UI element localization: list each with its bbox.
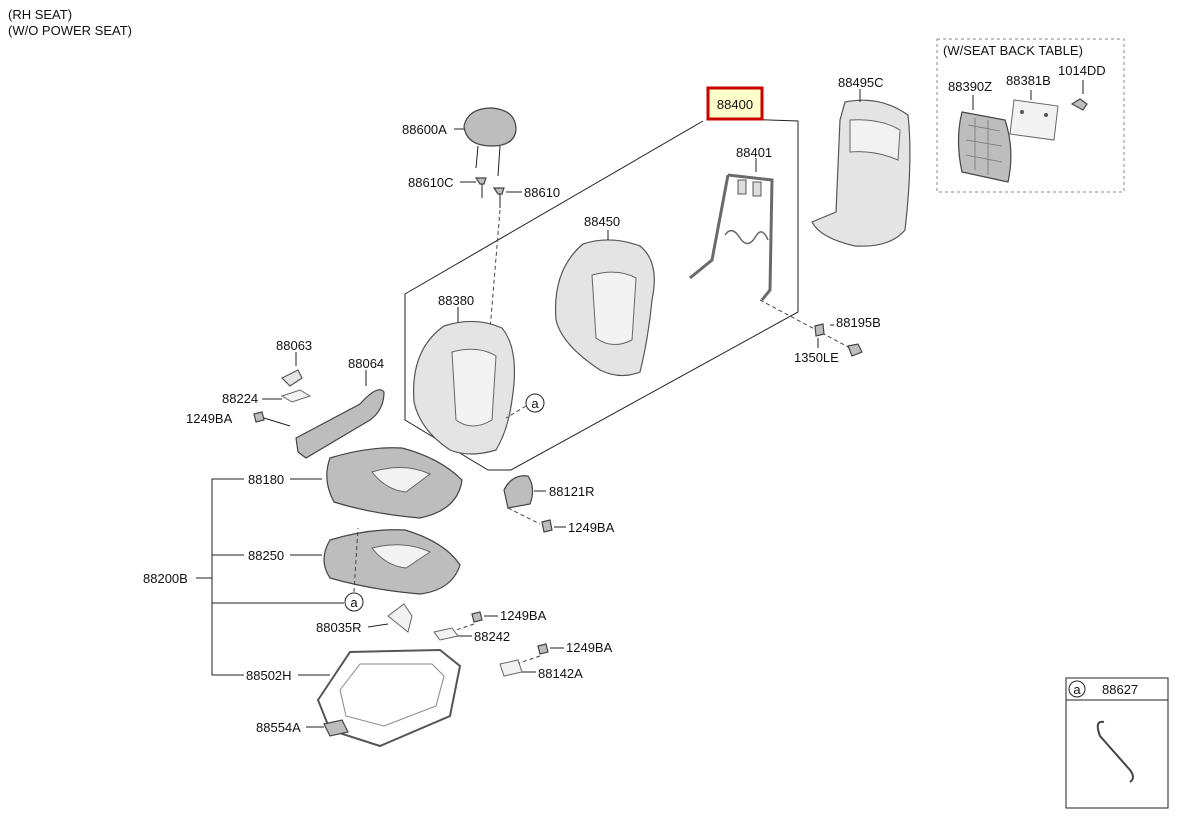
- part-1014DD-bolt: [1070, 98, 1088, 111]
- callout-88180[interactable]: 88180: [248, 472, 284, 487]
- part-88180-inner: [371, 467, 431, 493]
- headrest-stay-right: [497, 145, 501, 177]
- callout-1249BA-2[interactable]: 1249BA: [568, 520, 615, 535]
- headrest-stay-left: [475, 145, 479, 169]
- dash-ref-a-2: [353, 527, 359, 593]
- ref-a-label-1: a: [531, 396, 539, 411]
- dash-screw4: [515, 655, 541, 665]
- callout-88390Z[interactable]: 88390Z: [948, 79, 992, 94]
- callout-88400[interactable]: 88400: [717, 97, 753, 112]
- part-88401-spring: [724, 229, 769, 245]
- callout-88195B[interactable]: 88195B: [836, 315, 881, 330]
- frame-guide-right: [752, 181, 762, 197]
- callout-88063[interactable]: 88063: [276, 338, 312, 353]
- part-88381B-bracket: [1009, 99, 1059, 141]
- part-88610C-guide: [474, 177, 487, 185]
- dash-ref-a-1: [505, 405, 527, 419]
- callout-88554A[interactable]: 88554A: [256, 720, 301, 735]
- callout-88600A[interactable]: 88600A: [402, 122, 447, 137]
- part-88142A-cover: [499, 659, 523, 677]
- bracket-hole-1: [1020, 110, 1024, 114]
- callout-1249BA-1[interactable]: 1249BA: [186, 411, 233, 426]
- frame-guide-left: [737, 179, 747, 195]
- legend-symbol: a: [1073, 682, 1081, 697]
- callout-88502H[interactable]: 88502H: [246, 668, 292, 683]
- part-88121R-knob: [503, 475, 534, 509]
- callout-88064[interactable]: 88064: [348, 356, 384, 371]
- legend-part-88627[interactable]: 88627: [1102, 682, 1138, 697]
- part-1249BA-screw-3: [471, 611, 483, 623]
- part-88064-shield: [295, 389, 385, 459]
- legend-symbol-circle: [1068, 680, 1086, 698]
- callout-88250[interactable]: 88250: [248, 548, 284, 563]
- leader-88035R: [367, 623, 389, 628]
- part-88242-bracket: [433, 627, 459, 641]
- callout-88121R[interactable]: 88121R: [549, 484, 595, 499]
- part-88380-inner: [451, 348, 497, 427]
- group-88200B-bracket: [211, 478, 244, 676]
- header-rh-seat: (RH SEAT): [8, 7, 72, 22]
- part-1249BA-screw-1: [253, 411, 265, 423]
- part-88390Z-grid: [965, 118, 1003, 175]
- callout-88450[interactable]: 88450: [584, 214, 620, 229]
- part-88224-bracket: [280, 389, 312, 403]
- part-1249BA-screw-4: [537, 643, 549, 655]
- bracket-hole-2: [1044, 113, 1048, 117]
- callout-88401[interactable]: 88401: [736, 145, 772, 160]
- callout-88224[interactable]: 88224: [222, 391, 258, 406]
- dash-guide-to-back: [489, 209, 501, 331]
- callout-88610[interactable]: 88610: [524, 185, 560, 200]
- ref-a-circle-1: [525, 393, 545, 413]
- part-88390Z-table: [957, 111, 1012, 183]
- part-88063-cover: [280, 369, 303, 387]
- part-88502H-inner: [339, 663, 445, 727]
- callout-88200B[interactable]: 88200B: [143, 571, 188, 586]
- part-88035R-cover: [387, 603, 413, 633]
- callout-88242[interactable]: 88242: [474, 629, 510, 644]
- callout-88035R[interactable]: 88035R: [316, 620, 362, 635]
- part-88610-guide: [492, 187, 505, 195]
- inset-title: (W/SEAT BACK TABLE): [943, 43, 1083, 58]
- callout-1249BA-3[interactable]: 1249BA: [500, 608, 547, 623]
- part-88495C-inner-line: [849, 119, 901, 161]
- callout-1350LE[interactable]: 1350LE: [794, 350, 839, 365]
- part-88554A-bracket: [323, 719, 349, 737]
- inset-seat-back-table: [936, 38, 1125, 193]
- part-88195B-bolt: [847, 343, 863, 357]
- dash-frame-to-bolt: [759, 299, 851, 349]
- ref-a-label-2: a: [350, 595, 358, 610]
- callout-88495C[interactable]: 88495C: [838, 75, 884, 90]
- callout-88142A[interactable]: 88142A: [538, 666, 583, 681]
- screw-1-shaft: [263, 417, 291, 427]
- legend-box: [1065, 677, 1169, 809]
- highlight-box-88400[interactable]: [706, 86, 764, 121]
- part-1249BA-screw-2: [541, 519, 553, 533]
- part-88600A-headrest: [463, 107, 517, 147]
- seatback-group-outline: [404, 118, 799, 471]
- part-88627-hook-wire: [1096, 720, 1134, 783]
- callout-1249BA-4[interactable]: 1249BA: [566, 640, 613, 655]
- part-88401-frame: [689, 173, 774, 301]
- callout-88381B[interactable]: 88381B: [1006, 73, 1051, 88]
- part-88450-inner: [591, 271, 637, 345]
- callout-1014DD[interactable]: 1014DD: [1058, 63, 1106, 78]
- ref-a-circle-2: [344, 592, 364, 612]
- part-1350LE-washer: [814, 323, 825, 337]
- part-88250-inner: [371, 544, 432, 569]
- callout-88380[interactable]: 88380: [438, 293, 474, 308]
- header-wo-power-seat: (W/O POWER SEAT): [8, 23, 132, 38]
- dash-knob-to-screw: [507, 507, 541, 525]
- callout-88610C[interactable]: 88610C: [408, 175, 454, 190]
